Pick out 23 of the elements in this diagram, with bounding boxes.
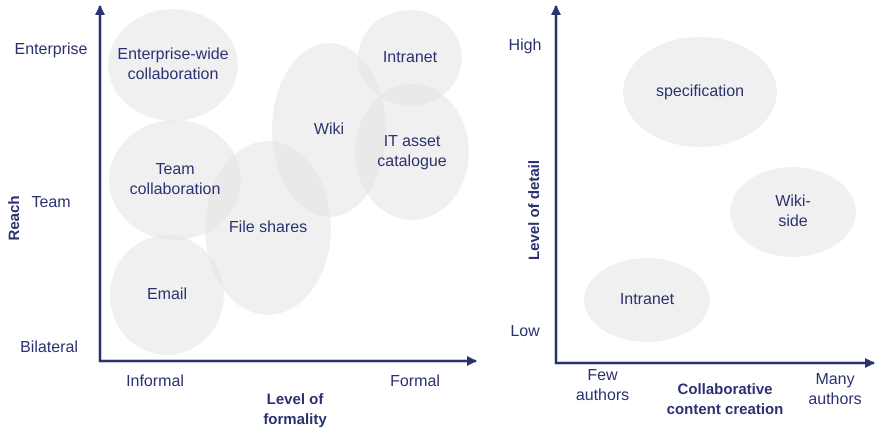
axis-title: Level of detail [525,158,544,262]
region-label: Intranet [382,48,438,68]
axis-tick-label: Few authors [574,366,630,406]
axis-tick-label: Formal [389,372,441,392]
region-label: Enterprise-wide collaboration [116,45,230,85]
region-label: File shares [228,218,308,238]
axis-tick-label: Low [509,322,541,342]
region-label: specification [654,82,746,102]
region-label: Intranet [618,290,676,310]
axis-tick-label: Many authors [807,370,863,410]
axis-title: Level of formality [262,390,328,430]
region-label: IT asset catalogue [376,132,448,172]
axis-tick-label: Enterprise [14,40,88,60]
region-label: Wiki-side [774,192,812,232]
axis-title: Collaborative content creation [666,380,784,420]
axis-title: Reach [5,194,24,243]
region-label: Team collaboration [128,160,222,200]
region-label: Email [146,285,188,305]
axis-tick-label: High [508,36,542,56]
region-label: Wiki [312,120,346,140]
axis-tick-label: Informal [125,372,185,392]
axis-tick-label: Bilateral [19,338,79,358]
ellipse-region [355,84,469,220]
